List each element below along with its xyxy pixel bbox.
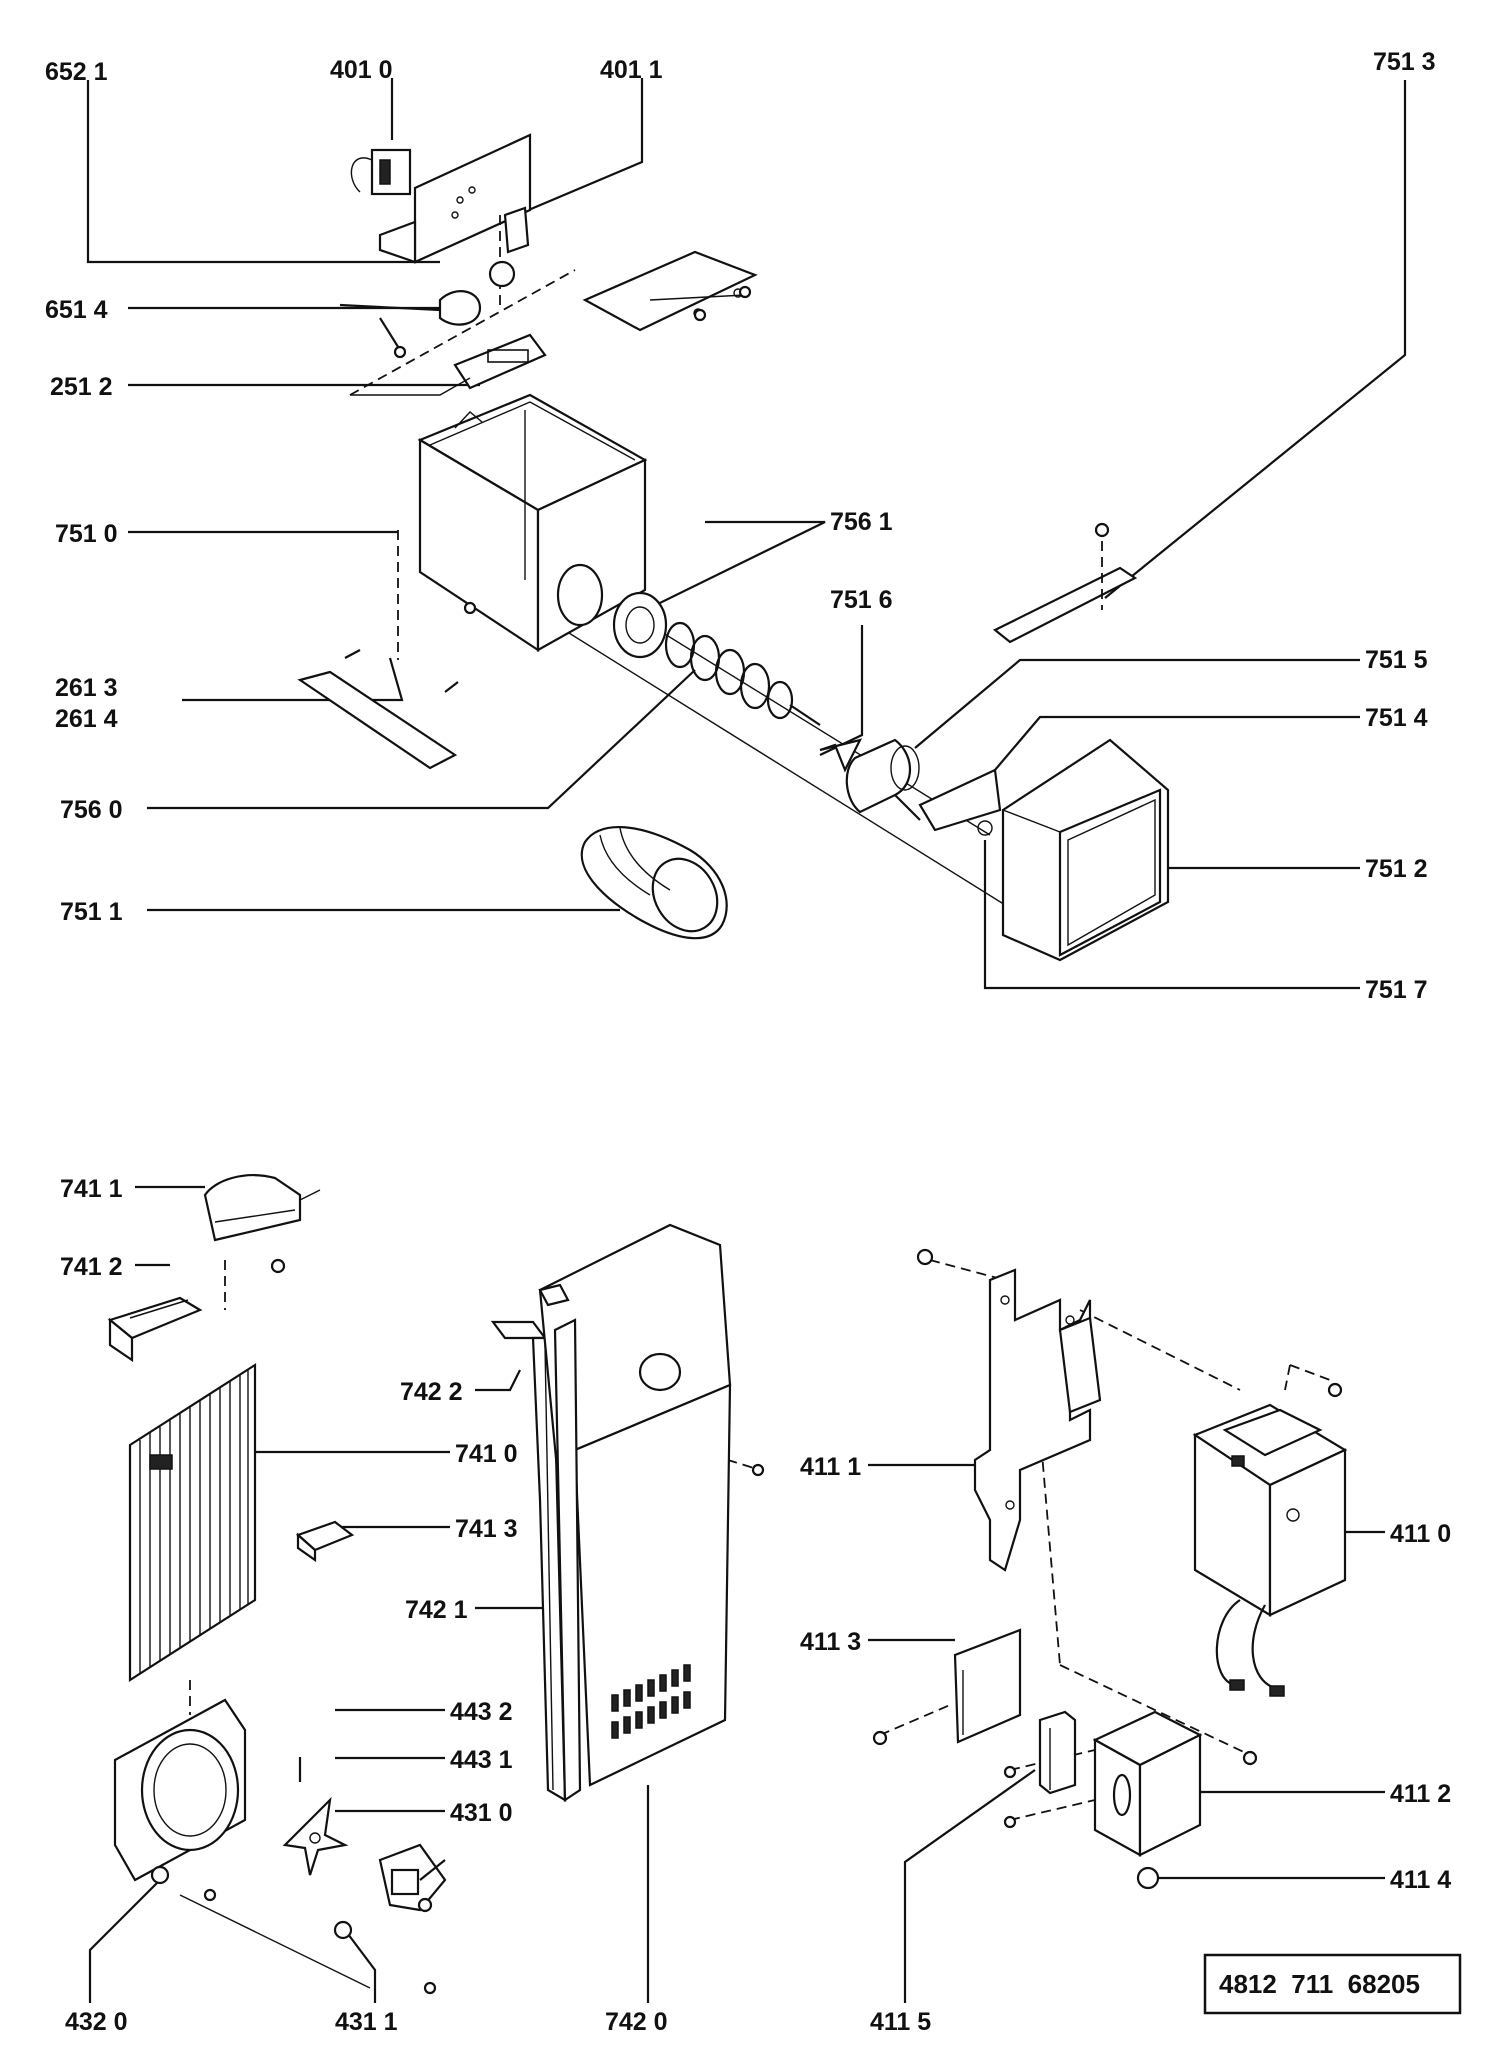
callout-651-4: 651 4 (45, 296, 108, 324)
part-411-5 (1038, 1710, 1077, 1795)
callout-741-2: 741 2 (60, 1253, 123, 1281)
part-431-1 (333, 1920, 437, 1995)
document-number-box: 4812 711 68205 (1203, 1953, 1462, 2015)
callout-751-7: 751 7 (1365, 976, 1428, 1004)
bottom-right-assembly (868, 1248, 1385, 2003)
callout-741-0: 741 0 (455, 1440, 518, 1468)
callout-751-3: 751 3 (1373, 48, 1436, 76)
vent-slots (611, 1664, 691, 1739)
part-751-6 (819, 738, 863, 773)
part-651-4 (339, 260, 516, 359)
part-742-0 (538, 1223, 765, 1803)
part-756-0 (664, 621, 821, 726)
callout-652-1: 652 1 (45, 58, 108, 86)
callout-401-1: 401 1 (600, 56, 663, 84)
part-411-0 (1192, 1382, 1348, 1697)
callout-261-4: 261 4 (55, 705, 118, 733)
callout-751-4: 751 4 (1365, 704, 1428, 732)
part-741-1 (203, 1174, 321, 1274)
callout-751-1: 751 1 (60, 898, 123, 926)
part-432-0 (113, 1698, 247, 1902)
callout-411-3: 411 3 (800, 1628, 861, 1656)
part-411-4 (1136, 1866, 1160, 1890)
document-number: 4812 711 68205 (1219, 1969, 1420, 1999)
part-251-2 (349, 269, 576, 396)
callout-742-2: 742 2 (400, 1378, 463, 1406)
callout-751-0: 751 0 (55, 520, 118, 548)
callout-251-2: 251 2 (50, 373, 113, 401)
part-751-2 (1001, 738, 1170, 962)
part-741-3 (295, 1520, 355, 1563)
callout-741-3: 741 3 (455, 1515, 518, 1543)
part-411-3 (872, 1628, 1022, 1746)
callout-411-5: 411 5 (870, 2008, 931, 2036)
callout-401-0: 401 0 (330, 56, 393, 84)
callout-261-3: 261 3 (55, 674, 118, 702)
part-741-0 (128, 1362, 257, 1683)
part-401-1 (499, 206, 530, 310)
callout-751-2: 751 2 (1365, 855, 1428, 883)
part-431-0 (378, 1843, 447, 1913)
callout-751-6: 751 6 (830, 586, 893, 614)
part-741-2 (107, 1296, 203, 1363)
bottom-left-assembly (88, 1174, 450, 2003)
leader-lines-top (86, 78, 1407, 990)
callout-432-0: 432 0 (65, 2008, 128, 2036)
leader-lines-bottom-middle (475, 1369, 761, 2003)
leader-lines-bottom-left (88, 1185, 450, 2003)
callout-431-0: 431 0 (450, 1799, 513, 1827)
part-756-1 (612, 591, 668, 659)
leader-lines-bottom-right (868, 1259, 1385, 2003)
part-751-5 (845, 738, 921, 821)
callout-labels: 652 1 401 0 401 1 751 3 651 4 251 2 751 … (45, 48, 1451, 2036)
bottom-middle-assembly (475, 1223, 765, 2003)
part-751-1 (580, 826, 728, 940)
part-751-3 (992, 522, 1138, 644)
callout-411-0: 411 0 (1390, 1520, 1451, 1548)
part-751-4 (918, 768, 1002, 836)
part-411-1 (916, 1248, 1102, 1572)
part-751-0 (417, 393, 648, 653)
part-401-0 (350, 133, 532, 264)
callout-756-0: 756 0 (60, 796, 123, 824)
callout-742-0: 742 0 (605, 2008, 668, 2036)
top-plate (582, 250, 758, 332)
callout-411-4: 411 4 (1390, 1866, 1451, 1894)
callout-443-2: 443 2 (450, 1698, 513, 1726)
callout-431-1: 431 1 (335, 2008, 398, 2036)
callout-756-1: 756 1 (830, 508, 893, 536)
part-411-2 (1003, 1710, 1258, 1857)
callout-443-1: 443 1 (450, 1746, 513, 1774)
top-assembly (86, 78, 1407, 990)
callout-411-2: 411 2 (1390, 1780, 1451, 1808)
part-261-3 (297, 530, 459, 770)
callout-741-1: 741 1 (60, 1175, 123, 1203)
part-443-1 (282, 1796, 349, 1876)
callout-411-1: 411 1 (800, 1453, 861, 1481)
callout-742-1: 742 1 (405, 1596, 468, 1624)
callout-751-5: 751 5 (1365, 646, 1428, 674)
screws-top (463, 285, 752, 615)
